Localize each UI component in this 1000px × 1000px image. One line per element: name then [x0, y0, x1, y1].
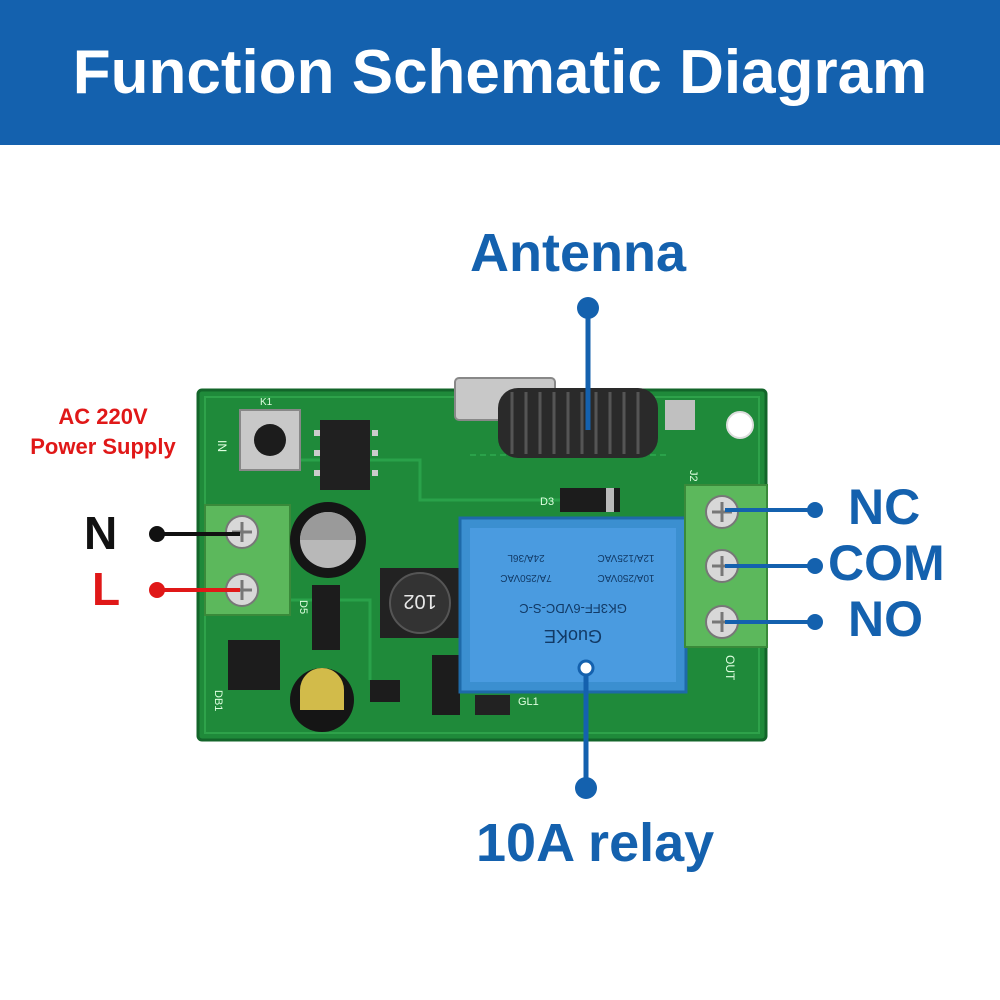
live-label: L: [92, 563, 121, 615]
diode-d5: [312, 585, 340, 650]
power-supply-line1: AC 220V: [58, 404, 148, 429]
mounting-hole: [726, 411, 754, 439]
k1-silkscreen: K1: [260, 397, 273, 408]
no-dot: [807, 614, 823, 630]
gl1-silkscreen: GL1: [518, 696, 539, 708]
bridge-rectifier: [228, 640, 280, 690]
com-dot: [807, 558, 823, 574]
inductor: 102: [380, 568, 462, 638]
j2-silkscreen: J2: [687, 470, 699, 482]
nc-dot: [807, 502, 823, 518]
out-silkscreen: OUT: [723, 655, 737, 681]
relay-rating-2: 12A/125VAC: [597, 552, 654, 563]
db1-silkscreen: DB1: [212, 690, 224, 711]
ic-chip: [314, 420, 378, 490]
capacitor-large: [290, 502, 366, 578]
relay-brand-text: GuoKE: [544, 626, 602, 646]
power-supply-line2: Power Supply: [30, 434, 176, 459]
nc-label: NC: [848, 479, 921, 535]
d3-silkscreen: D3: [540, 496, 554, 508]
pushbutton: [239, 409, 301, 471]
relay-rating-4: 24A/36L: [507, 552, 545, 563]
relay-label: 10A relay: [476, 813, 715, 873]
neutral-dot: [149, 526, 165, 542]
header-bar: Function Schematic Diagram: [0, 0, 1000, 145]
live-dot: [149, 582, 165, 598]
input-terminal-block: [204, 504, 291, 616]
power-supply-label: AC 220V Power Supply: [10, 402, 196, 462]
antenna-coil: [498, 388, 695, 458]
transistor: [370, 680, 400, 702]
relay-rating-1: 10A/250VAC: [597, 572, 654, 583]
neutral-label: N: [84, 507, 118, 559]
in-silkscreen: IN: [215, 440, 229, 452]
no-label: NO: [848, 591, 923, 647]
inductor-code: 102: [403, 590, 436, 612]
smd-part: [432, 655, 460, 715]
relay-pointer-dot: [575, 777, 597, 799]
capacitor-small: [290, 668, 354, 732]
relay-body: GuoKE GK3FF-6VDC-S-C 10A/250VAC 7A/250VA…: [458, 516, 688, 694]
relay-rating-3: 7A/250VAC: [500, 572, 552, 583]
antenna-pointer-dot: [577, 297, 599, 319]
page-title: Function Schematic Diagram: [72, 38, 928, 107]
relay-pointer-start: [577, 659, 595, 677]
resistor: [475, 695, 510, 715]
antenna-label: Antenna: [470, 223, 686, 283]
com-label: COM: [828, 535, 945, 591]
relay-model-text: GK3FF-6VDC-S-C: [519, 601, 627, 616]
d5-silkscreen: D5: [297, 600, 309, 614]
